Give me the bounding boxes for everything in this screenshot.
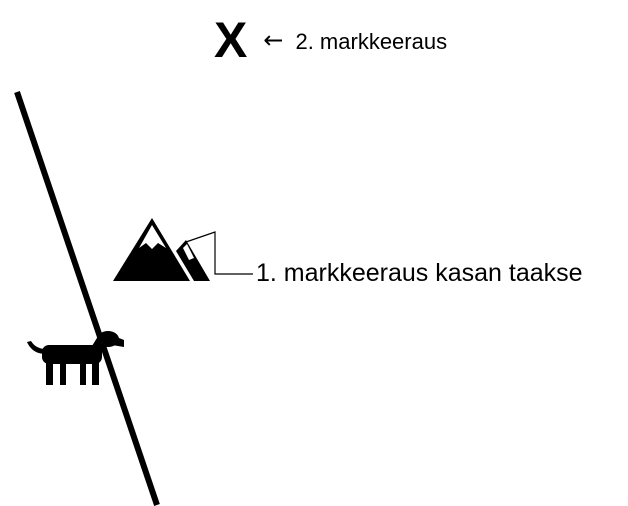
marked-stone-icon bbox=[176, 240, 210, 281]
leader-line-first bbox=[185, 231, 253, 275]
second-marking-group: X ← 2. markkeeraus bbox=[214, 8, 447, 72]
arrow-left-icon: ← bbox=[263, 26, 284, 54]
dog-icon bbox=[27, 331, 124, 385]
label-second-marking: 2. markkeeraus bbox=[295, 29, 448, 54]
target-x-mark: X bbox=[214, 12, 248, 68]
path-line bbox=[14, 91, 160, 506]
mountain-icon bbox=[113, 218, 190, 281]
label-first-marking: 1. markkeeraus kasan taakse bbox=[256, 259, 583, 287]
